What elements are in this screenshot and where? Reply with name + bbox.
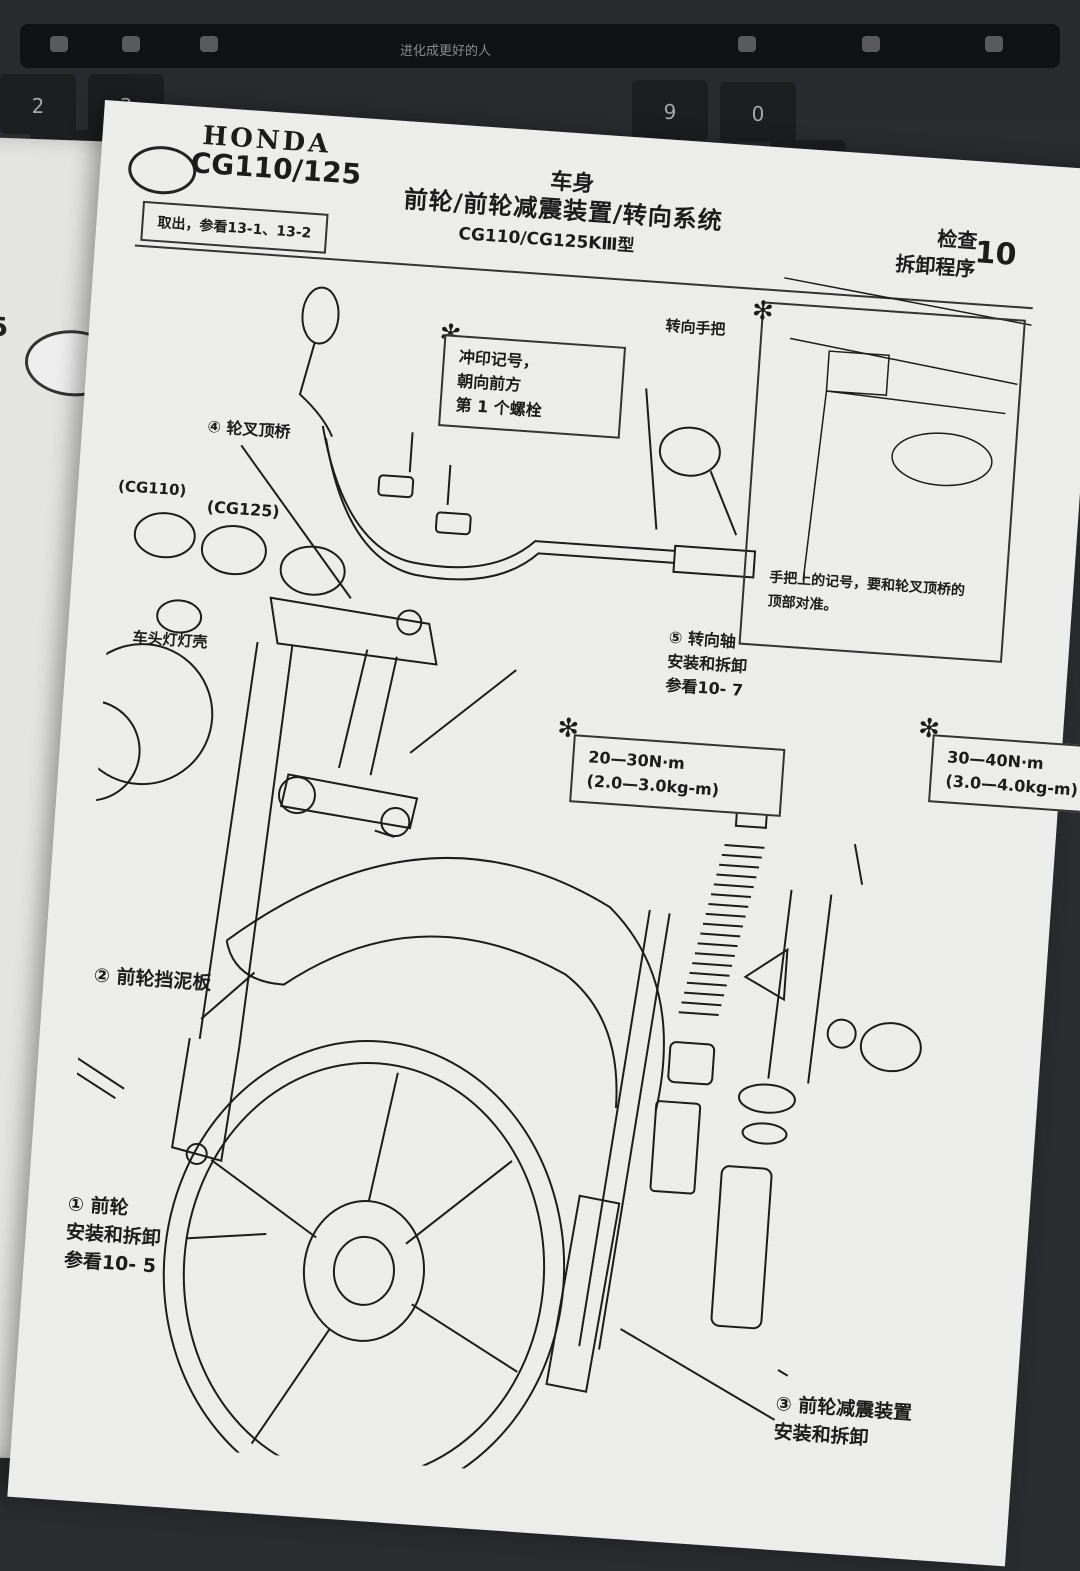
touch-bar <box>20 24 1060 68</box>
detail-handlebar-drawing <box>784 277 1032 415</box>
touch-bar-text: 进化成更好的人 <box>400 44 492 59</box>
key-2: 2 <box>0 74 76 134</box>
fork-cover-drawing <box>710 1165 773 1330</box>
fork-spacer-drawing <box>649 1100 702 1195</box>
volume-icon <box>862 36 880 52</box>
fork-slider-drawing <box>545 1194 621 1393</box>
manual-page: HONDA CG110/125 车身 前轮/前轮减震装置/转向系统 取出，参看1… <box>7 100 1080 1567</box>
forward-icon <box>122 36 140 52</box>
right-mirror-drawing <box>658 426 721 477</box>
fork-top-bridge-label: ④ 轮叉顶桥 <box>206 416 292 442</box>
front-wheel-label: ① 前轮 安装和拆卸 参看10- 5 <box>63 1193 162 1278</box>
leader-line <box>240 444 352 599</box>
pause-icon <box>50 36 68 52</box>
steering-handle-label: 转向手把 <box>664 316 727 339</box>
torque-star-icon: ✻ <box>750 295 775 328</box>
grip-drawing <box>672 544 757 579</box>
siri-icon <box>985 36 1003 52</box>
fork-inner-tube-drawing <box>578 909 671 1350</box>
brightness-icon <box>738 36 756 52</box>
steering-stem-label: ⑤ 转向轴 安装和拆卸 参看10- 7 <box>664 627 748 700</box>
headlight-shell-label: 车头灯灯壳 <box>131 628 209 652</box>
steering-stem-drawing <box>279 773 419 830</box>
turn-signal-drawing <box>859 1022 922 1073</box>
handlebar-drawing <box>321 425 676 569</box>
cg125-label: (CG125) <box>206 497 281 522</box>
front-shock-label: ③ 前轮减震装置 安装和拆卸 <box>772 1392 913 1450</box>
punch-mark-note: 冲印记号， 朝向前方 第 1 个螺栓 <box>438 334 627 439</box>
key-9: 9 <box>632 80 708 140</box>
headlight-bracket-drawing <box>767 889 833 1084</box>
cg110-label: (CG110) <box>117 476 187 500</box>
fork-top-bridge-drawing <box>269 596 438 666</box>
left-mirror-drawing <box>301 286 340 345</box>
front-axle-drawing <box>51 1026 125 1099</box>
front-wheel-drawing <box>162 1040 566 1502</box>
key-0: 0 <box>720 82 796 142</box>
left-page-fragment: 5 <box>0 312 9 344</box>
emoji-icon <box>200 36 218 52</box>
speedometer-cg125-drawing <box>200 525 267 576</box>
left-fork-tube-drawing <box>198 641 294 1047</box>
fork-spring-drawing <box>678 844 765 1017</box>
front-fender-drawing <box>225 856 665 1112</box>
speedometer-cg110-drawing <box>133 512 196 559</box>
headlight-shell-drawing <box>71 643 214 786</box>
